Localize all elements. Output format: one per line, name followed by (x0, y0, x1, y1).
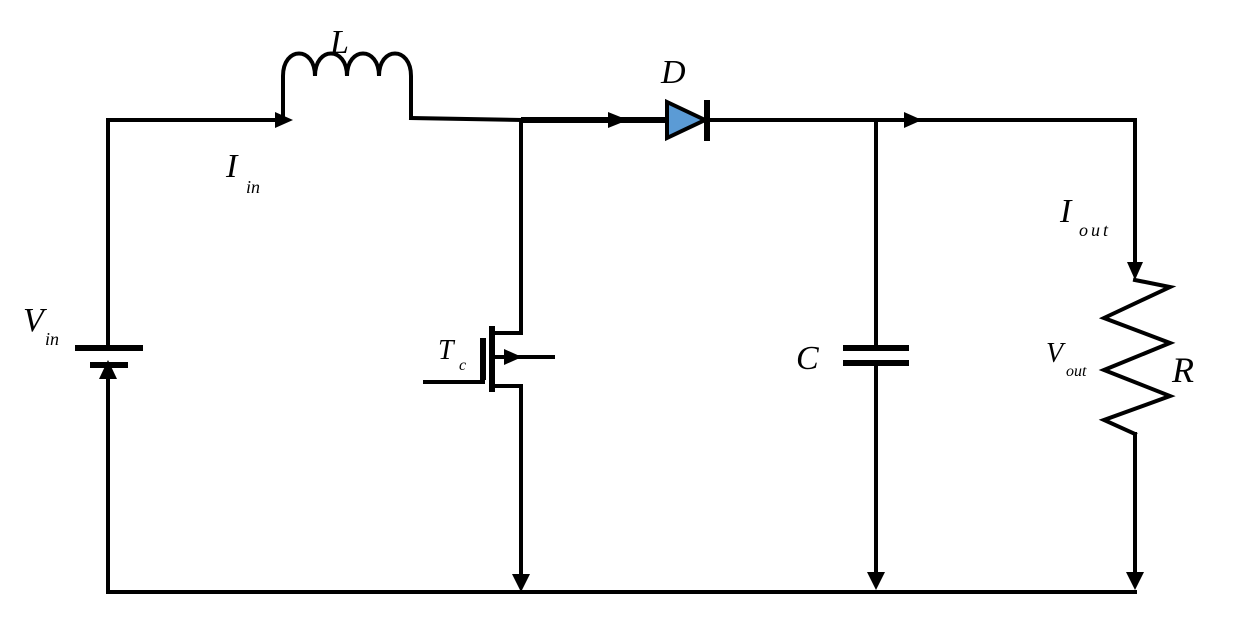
transistor-label: T c (438, 335, 466, 374)
output-current-sub: out (1079, 220, 1111, 240)
output-current-arrow (1127, 262, 1143, 280)
input-current-sub: in (246, 177, 260, 197)
resistor-label: R (1171, 350, 1194, 390)
inductor (281, 51, 413, 122)
input-voltage-label: V in (23, 302, 59, 349)
output-current-top-arrow (904, 112, 922, 128)
diode-label: D (660, 54, 686, 91)
output-voltage-sub: out (1066, 363, 1087, 380)
output-voltage-main: V (1046, 338, 1066, 369)
inductor-to-node-wire (408, 115, 524, 123)
transistor-sub: c (459, 357, 466, 374)
resistor-down-arrow (1126, 572, 1144, 590)
input-voltage-source (75, 118, 143, 594)
diode-triangle (665, 98, 710, 142)
diode (665, 98, 768, 142)
output-current-label: I out (1059, 193, 1111, 240)
diode-current-arrow (608, 112, 628, 128)
capacitor-down-arrow (867, 572, 885, 590)
transistor-arrow (504, 349, 522, 365)
transistor-main: T (438, 335, 456, 366)
input-current-main: I (225, 148, 239, 185)
output-top-wire (764, 112, 1143, 280)
inductor-label: L (329, 24, 349, 61)
output-voltage-label: V out (1046, 338, 1087, 380)
transistor (423, 118, 555, 592)
output-current-main: I (1059, 193, 1073, 230)
input-current-label: I in (225, 148, 260, 197)
input-current-path (106, 112, 293, 128)
transistor-down-arrow (512, 574, 530, 592)
capacitor (843, 118, 909, 590)
resistor (1098, 277, 1177, 590)
capacitor-label: C (796, 340, 819, 377)
source-arrow (99, 360, 117, 379)
input-voltage-sub: in (45, 329, 59, 349)
